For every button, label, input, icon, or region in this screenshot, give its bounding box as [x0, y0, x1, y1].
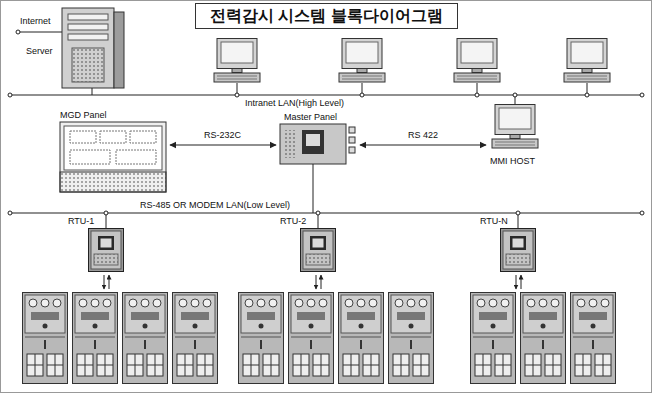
internet-line: [18, 32, 62, 33]
node-label: RTU-N: [480, 216, 508, 227]
rtu-box: [301, 229, 336, 272]
node-label: MMI HOST: [490, 156, 535, 167]
node-label: MGD Panel: [60, 110, 107, 121]
line-end: [640, 93, 644, 97]
signal-arrow: [170, 144, 276, 145]
line-end: [8, 93, 12, 97]
equipment-node: RTU-1: [66, 214, 128, 274]
pc-icon: [564, 39, 610, 83]
master-drop: [313, 164, 314, 213]
mgd-panel-figure: [60, 122, 166, 192]
line-label: Internet: [20, 16, 51, 27]
pc-icon: [454, 39, 500, 83]
edge-label: RS 422: [406, 130, 440, 141]
line-label: Intranet LAN(High Level): [245, 98, 344, 109]
server-drop: [92, 88, 93, 95]
switchgear-cabinets: [23, 293, 616, 384]
node-label: RTU-2: [280, 216, 306, 227]
equipment-node: MMI HOST: [486, 102, 548, 169]
equipment-node: RTU-N: [478, 214, 540, 274]
rtu-cabinet-arrows: [104, 275, 521, 289]
pc-icon: [214, 39, 260, 83]
line-end: [8, 211, 12, 215]
mmi-host-pc: [492, 105, 538, 149]
equipment-node: MGD Panel: [56, 108, 170, 196]
server-tower: [62, 8, 124, 88]
line-label: RS-485 OR MODEM LAN(Low Level): [140, 200, 290, 211]
pc-icon: [339, 39, 385, 83]
rtu-drops: [104, 211, 520, 228]
node-label: Master Panel: [284, 112, 337, 123]
rtu-box: [501, 229, 536, 272]
diagram-title: 전력감시 시스템 블록다이어그램: [195, 3, 458, 29]
rtu-box: [89, 229, 124, 272]
equipment-node: RTU-2: [278, 214, 340, 274]
node-label: RTU-1: [68, 216, 94, 227]
line-end: [640, 211, 644, 215]
master-panel-figure: [280, 124, 355, 164]
intranet-lan-line: [10, 94, 642, 95]
edge-label: RS-232C: [202, 130, 243, 141]
line-end: [16, 30, 20, 34]
signal-arrow: [360, 144, 486, 145]
equipment-node: Master Panel: [276, 110, 360, 168]
node-label: Server: [26, 46, 53, 57]
